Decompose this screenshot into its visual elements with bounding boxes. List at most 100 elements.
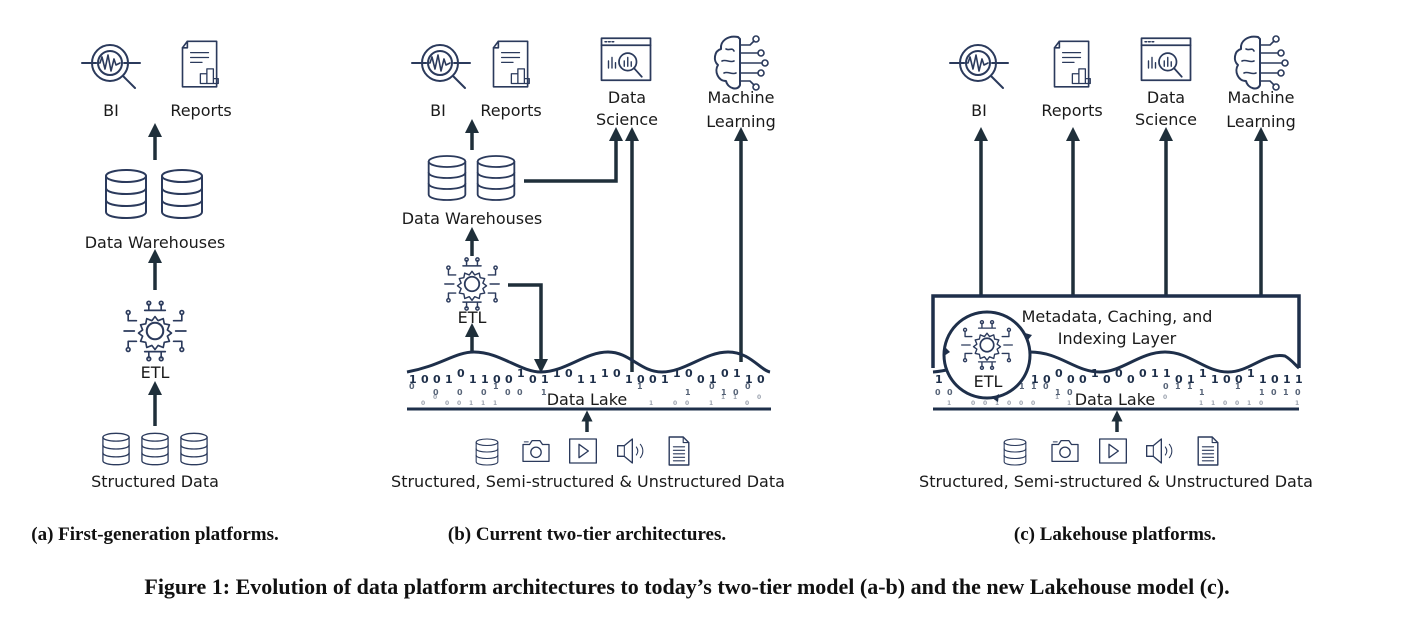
binary-digit: 0 <box>757 373 765 386</box>
cycle-arrowhead <box>944 348 950 356</box>
binary-digit: 0 <box>1271 388 1277 397</box>
database-icon <box>475 438 499 466</box>
binary-digit: 0 <box>1235 400 1239 407</box>
binary-digit: 1 <box>1211 373 1219 386</box>
binary-digit: 1 <box>541 373 549 386</box>
binary-digit: 1 <box>661 373 669 386</box>
etl-label: ETL <box>458 308 487 327</box>
binary-digit: 1 <box>481 400 485 407</box>
binary-digit: 1 <box>1151 367 1159 380</box>
binary-digit: 0 <box>1235 373 1243 386</box>
binary-digit: 0 <box>935 388 941 397</box>
binary-digit: 0 <box>685 367 693 380</box>
binary-digit: 1 <box>601 367 609 380</box>
text-file-icon <box>668 436 690 466</box>
binary-digit: 0 <box>457 400 461 407</box>
etl-label: ETL <box>141 363 170 382</box>
video-play-icon <box>568 438 598 464</box>
binary-digit: 0 <box>673 400 677 407</box>
binary-digit: 1 <box>733 367 741 380</box>
binary-digit: 1 <box>1211 400 1215 407</box>
report-document-icon <box>1053 40 1092 88</box>
binary-digit: 0 <box>529 373 537 386</box>
binary-digit: 1 <box>637 382 643 391</box>
binary-digit: 0 <box>433 373 441 386</box>
binary-digit: 0 <box>709 382 715 391</box>
binary-digit: 1 <box>1235 382 1241 391</box>
consumer-label-ml-2: Learning <box>706 112 775 131</box>
binary-digit: 0 <box>1127 373 1135 386</box>
report-document-icon <box>181 40 220 88</box>
binary-digit: 1 <box>541 388 547 397</box>
consumer-label-reports: Reports <box>1041 101 1102 120</box>
arrow-etl-to-lake <box>508 283 548 373</box>
binary-digit: 1 <box>1187 373 1195 386</box>
warehouse-label: Data Warehouses <box>85 233 226 252</box>
binary-digit: 0 <box>637 373 645 386</box>
consumer-label-ml-1: Machine <box>708 88 775 107</box>
consumer-label-bi: BI <box>103 101 119 120</box>
binary-digit: 0 <box>409 382 415 391</box>
binary-digit: 0 <box>983 400 987 407</box>
binary-digit: 1 <box>733 394 737 401</box>
camera-icon <box>522 439 550 463</box>
speaker-icon <box>1145 438 1173 464</box>
binary-digit: 0 <box>505 388 511 397</box>
binary-digit: 1 <box>493 382 499 391</box>
binary-digit: 0 <box>1115 367 1123 380</box>
binary-digit: 1 <box>709 400 713 407</box>
subcaption-b: (b) Current two-tier architectures. <box>448 524 726 545</box>
binary-digit: 0 <box>433 394 437 401</box>
binary-digit: 0 <box>733 388 739 397</box>
binary-digit: 1 <box>517 367 525 380</box>
binary-digit: 1 <box>1019 382 1025 391</box>
consumer-label-ml-1: Machine <box>1228 88 1295 107</box>
binary-digit: 0 <box>745 400 749 407</box>
binary-digit: 1 <box>1259 373 1267 386</box>
binary-digit: 1 <box>469 400 473 407</box>
binary-digit: 1 <box>577 373 585 386</box>
consumer-label-ml-2: Learning <box>1226 112 1295 131</box>
binary-digit: 0 <box>1067 373 1075 386</box>
binary-digit: 1 <box>1187 382 1193 391</box>
binary-digit: 0 <box>1223 373 1231 386</box>
binary-digit: 0 <box>685 400 689 407</box>
binary-digit: 0 <box>457 367 465 380</box>
sources-label: Structured, Semi-structured & Unstructur… <box>391 472 785 491</box>
camera-icon <box>1051 439 1079 463</box>
binary-digit: 1 <box>481 373 489 386</box>
bi-magnifier-icon <box>411 44 471 89</box>
sources-label: Structured, Semi-structured & Unstructur… <box>919 472 1313 491</box>
binary-digit: 0 <box>445 400 449 407</box>
binary-digit: 0 <box>745 382 751 391</box>
binary-digit: 1 <box>721 394 725 401</box>
arrow-warehouse-to-data-science <box>524 127 623 183</box>
binary-digit: 1 <box>1199 400 1203 407</box>
brain-circuit-icon <box>713 35 769 91</box>
binary-digit: 1 <box>1259 388 1265 397</box>
binary-digit: 0 <box>1031 400 1035 407</box>
panel-a: BI Reports Data Warehouses ETL Structure… <box>31 40 279 545</box>
binary-digit: 0 <box>421 400 425 407</box>
layer-label-1: Metadata, Caching, and <box>1022 307 1213 326</box>
database-icon <box>104 168 148 220</box>
lake-label: Data Lake <box>1075 390 1156 409</box>
binary-digits: 1010100101011000011001010000110001111111… <box>935 367 1303 407</box>
report-document-icon <box>492 40 531 88</box>
data-science-icon <box>600 37 652 82</box>
binary-digit: 1 <box>1031 382 1037 391</box>
text-file-icon <box>1197 436 1219 466</box>
binary-digit: 1 <box>1163 367 1171 380</box>
binary-digit: 1 <box>935 373 943 386</box>
consumer-label-bi: BI <box>430 101 446 120</box>
binary-digit: 0 <box>1079 373 1087 386</box>
binary-digit: 1 <box>1199 367 1207 380</box>
data-lake-wave <box>406 350 771 374</box>
binary-digit: 0 <box>697 373 705 386</box>
etl-gear-icon <box>123 300 187 362</box>
sources-label: Structured Data <box>91 472 219 491</box>
database-icon <box>180 432 208 466</box>
binary-digit: 0 <box>613 367 621 380</box>
